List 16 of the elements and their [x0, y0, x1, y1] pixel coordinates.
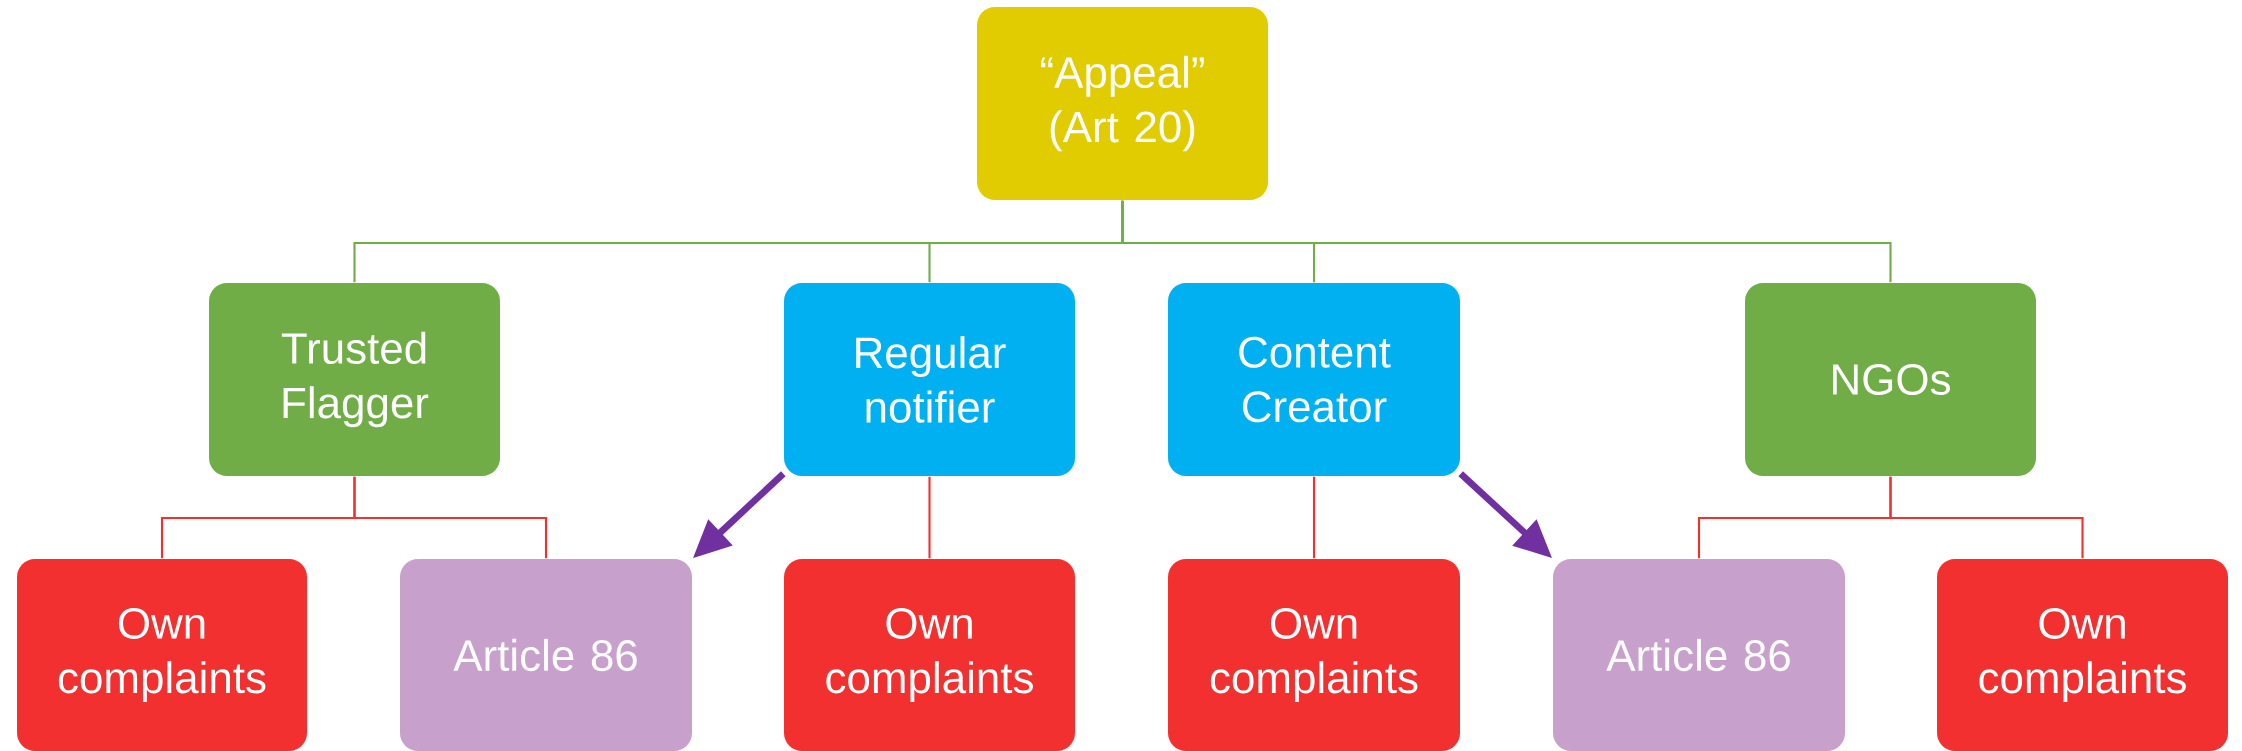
rounded-box: “Appeal” (Art 20) [977, 7, 1268, 200]
rounded-box: Article 86 [1553, 559, 1845, 751]
rounded-box: Own complaints [1168, 559, 1460, 751]
connector-line [1312, 476, 1316, 559]
rounded-box: Own complaints [1937, 559, 2228, 751]
rounded-box: Article 86 [400, 559, 692, 751]
rounded-box: Own complaints [784, 559, 1075, 751]
connector-line [1121, 200, 1892, 283]
connector-line [1889, 476, 2084, 559]
connector-line [928, 476, 931, 559]
rounded-box: Trusted Flagger [209, 283, 500, 476]
rounded-box: Regular notifier [784, 283, 1075, 476]
connector-line [353, 476, 548, 559]
rounded-box: Own complaints [17, 559, 307, 751]
rounded-box: Content Creator [1168, 283, 1460, 476]
rounded-box: NGOs [1745, 283, 2036, 476]
